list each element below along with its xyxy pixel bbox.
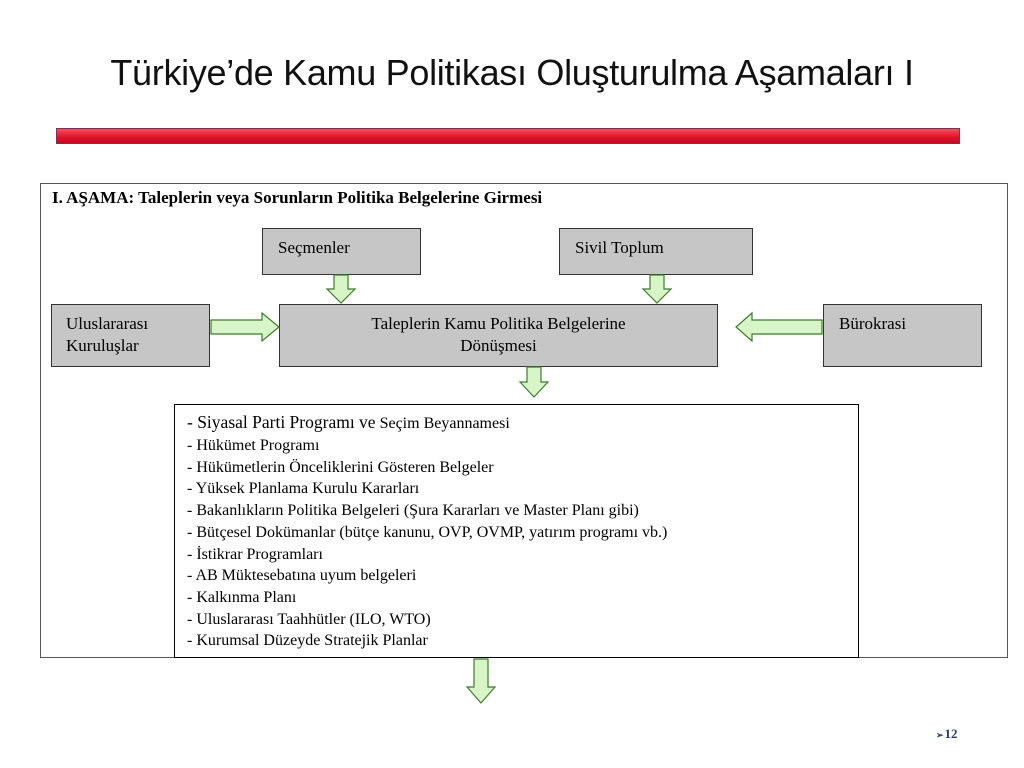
box-uluslararasi-line2: Kuruluşlar [66,336,139,355]
box-burokrasi: Bürokrasi [823,304,982,367]
box-sivil-toplum-label: Sivil Toplum [575,238,664,257]
list-item: - Bakanlıkların Politika Belgeleri (Şura… [187,502,639,520]
box-talep-line1: Taleplerin Kamu Politika Belgelerine [371,314,626,333]
list-item: - Uluslararası Taahhütler (ILO, WTO) [187,610,431,628]
list-item: - Hükümet Programı [187,437,320,454]
list-item-first-suffix: Seçim Beyannamesi [375,415,510,432]
title-underline-bar [56,128,960,144]
page-number: ➢12 [936,726,958,742]
arrow-down-secmenler [325,274,357,304]
box-uluslararasi-kuruluslar: Uluslararası Kuruluşlar [51,304,210,367]
list-item: - AB Müktesebatına uyum belgeleri [187,567,417,585]
list-item-first-prefix: - Siyasal Parti Programı ve [187,412,376,432]
arrow-left-burokrasi [735,311,823,343]
list-item: - Yüksek Planlama Kurulu Kararları [187,480,420,498]
page-number-value: 12 [944,726,958,741]
box-talep-line2: Dönüşmesi [460,336,537,355]
list-item: - Hükümetlerin Önceliklerini Gösteren Be… [187,458,494,476]
list-item-first: - Siyasal Parti Programı ve Seçim Beyann… [187,411,846,435]
stage-heading: I. AŞAMA: Taleplerin veya Sorunların Pol… [52,188,543,207]
arrow-down-center [518,366,550,398]
policy-documents-list: - Siyasal Parti Programı ve Seçim Beyann… [174,404,859,658]
arrow-down-sivil-toplum [641,274,673,304]
box-talep-donusumu: Taleplerin Kamu Politika Belgelerine Dön… [279,304,718,367]
box-uluslararasi-line1: Uluslararası [66,314,149,333]
box-secmenler-label: Seçmenler [278,238,350,257]
arrow-down-next-stage [465,658,497,704]
box-burokrasi-label: Bürokrasi [839,314,907,333]
list-item: - Bütçesel Dokümanlar (bütçe kanunu, OVP… [187,523,668,541]
slide-title: Türkiye’de Kamu Politikası Oluşturulma A… [110,52,914,93]
box-secmenler: Seçmenler [262,228,421,275]
list-item: - Kurumsal Düzeyde Stratejik Planlar [187,632,428,650]
page-marker-icon: ➢ [936,730,944,740]
list-item: - İstikrar Programları [187,545,323,563]
list-item: - Kalkınma Planı [187,588,297,606]
arrow-right-uluslararasi [210,311,280,343]
